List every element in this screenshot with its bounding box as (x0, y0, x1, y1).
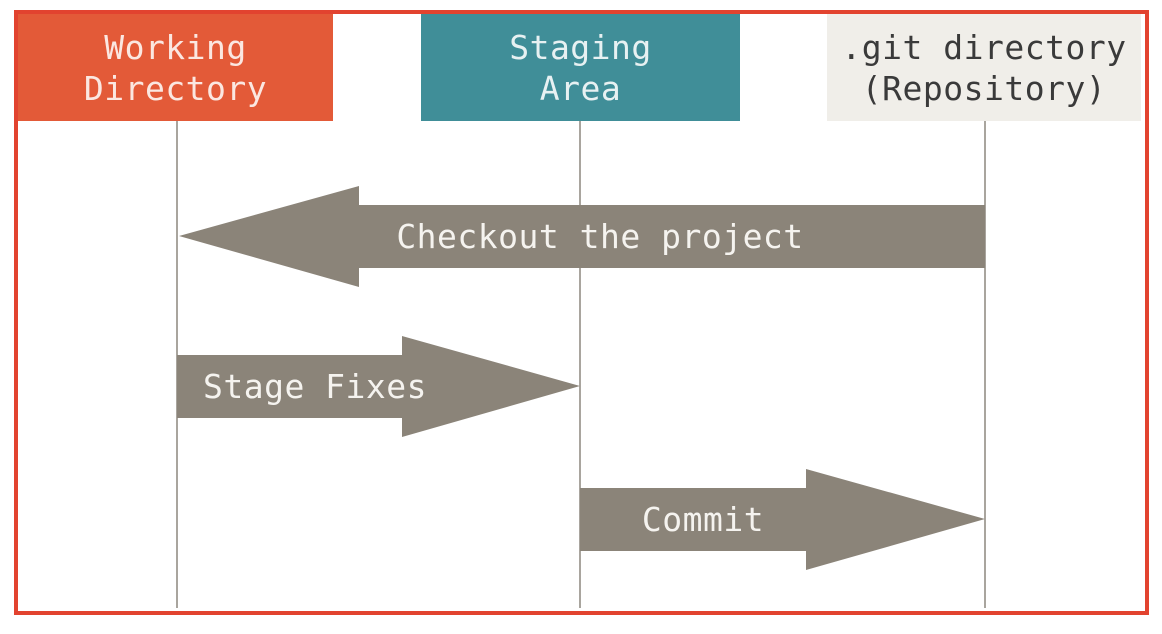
staging-area-header: Staging Area (421, 14, 740, 121)
staging-area-header-bg (421, 14, 740, 121)
repository-title-line1: .git directory (841, 27, 1127, 67)
repository-header-bg (827, 14, 1141, 121)
stage-fixes-arrow-label: Stage Fixes (203, 367, 427, 406)
commit-arrow (580, 469, 985, 570)
repository-header: .git directory (Repository) (827, 14, 1141, 121)
working-directory-title-line1: Working (104, 27, 247, 67)
commit-arrow-label: Commit (642, 500, 764, 539)
stage-fixes-arrow (177, 336, 580, 437)
working-directory-title-line2: Directory (83, 68, 268, 108)
checkout-arrow (179, 186, 985, 287)
repository-title-line2: (Repository) (861, 68, 1107, 108)
working-directory-header: Working Directory (18, 14, 333, 121)
staging-area-title-line1: Staging (509, 27, 652, 67)
checkout-arrow-label: Checkout the project (396, 217, 803, 256)
working-directory-header-bg (18, 14, 333, 121)
staging-area-title-line2: Area (539, 68, 622, 108)
